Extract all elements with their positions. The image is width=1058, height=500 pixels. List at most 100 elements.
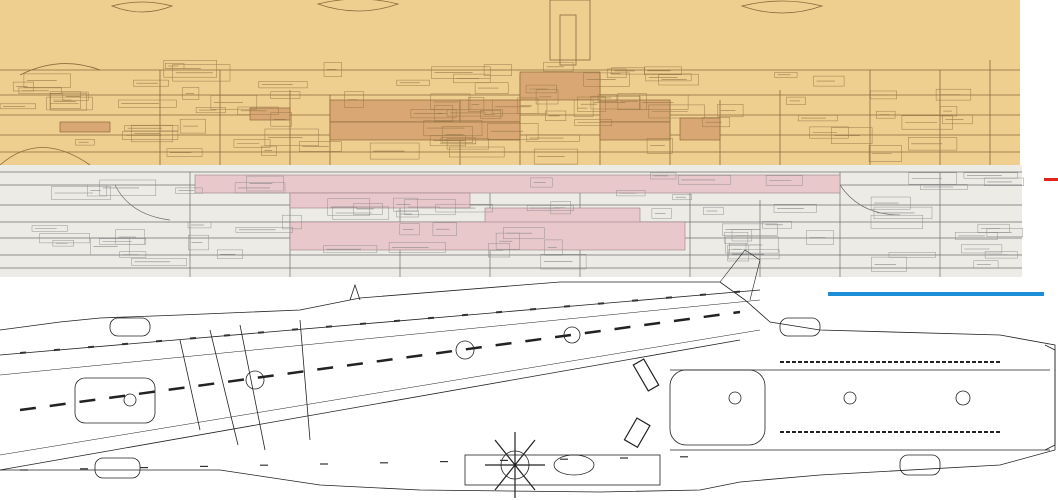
deck-marking-4: [563, 326, 581, 344]
island-mast: [559, 14, 577, 66]
profile-highlight-8: [249, 107, 291, 121]
profile-compartment-cell: [468, 97, 485, 112]
profile-compartment-cell: [583, 72, 630, 87]
profile-compartment-cell: [12, 81, 34, 92]
profile-compartment-cell: [299, 141, 342, 152]
profile-compartment-cell: [639, 94, 689, 110]
angled-deck-edge-lower: [0, 339, 741, 471]
aircraft-lift-forward: [669, 369, 766, 446]
island-top-structure: [549, 0, 591, 61]
profile-compartment-cell: [868, 145, 902, 162]
profile-compartment-cell: [525, 84, 557, 94]
deck-edge-light: [461, 313, 469, 317]
profile-compartment-cell: [831, 127, 873, 144]
profile-compartment-cell: [702, 117, 730, 128]
profile-compartment-cell: [122, 131, 179, 140]
deck-marking-1: [123, 393, 137, 407]
deck-edge-light: [427, 316, 435, 320]
deck-marking-7: [955, 390, 971, 406]
sponson-fwd-lower: [899, 454, 941, 476]
profile-compartment-grid: [0, 60, 973, 165]
profile-compartment-cell: [901, 115, 953, 130]
profile-compartment-cell: [264, 128, 319, 146]
profile-compartment-cell: [410, 109, 457, 119]
profile-compartment-cell: [396, 79, 430, 86]
profile-compartment-cell: [590, 95, 641, 110]
profile-compartment-cell: [940, 106, 958, 117]
section-compartment-cell: [388, 242, 446, 253]
profile-compartment-cell: [23, 73, 71, 88]
section-compartment-cell: [51, 186, 111, 200]
profile-highlight-3: [459, 99, 521, 123]
profile-compartment-cell: [131, 124, 174, 143]
profile-compartment-cell: [606, 68, 627, 78]
profile-compartment-cell: [774, 72, 798, 78]
deck-marking-5: [728, 391, 742, 405]
profile-compartment-cell: [813, 75, 845, 87]
profile-compartment-cell: [577, 96, 606, 112]
section-compartment-cell: [399, 223, 420, 236]
section-compartment-cell: [722, 223, 778, 236]
section-compartment-cell: [870, 196, 911, 210]
deck-marking-6: [843, 391, 857, 405]
section-compartment-cell: [323, 245, 378, 254]
boat-outline-right: [740, 0, 824, 14]
sponson-fwd-upper: [779, 317, 821, 337]
section-compartment-cell: [616, 190, 646, 197]
profile-compartment-cell: [574, 119, 613, 126]
profile-compartment-cell: [124, 125, 179, 132]
section-compartment-cell: [550, 201, 571, 215]
profile-compartment-cell: [645, 73, 692, 82]
section-compartment-cell: [729, 242, 747, 256]
profile-compartment-cell: [172, 64, 231, 82]
deck-edge-light: [597, 302, 605, 305]
profile-compartment-cell: [75, 139, 95, 146]
section-compartment-cell: [235, 227, 293, 233]
profile-compartment-cell: [210, 95, 258, 110]
section-compartment-cell: [234, 182, 286, 194]
profile-compartment-cell: [597, 94, 618, 102]
section-compartment-cell: [246, 175, 284, 192]
section-compartment-cell: [39, 233, 90, 244]
profile-compartment-cell: [182, 87, 200, 100]
section-compartment-cell: [187, 221, 212, 229]
profile-compartment-cell: [258, 81, 308, 89]
section-compartment-cell: [175, 187, 203, 194]
deck-edge-light: [699, 293, 707, 296]
deck-edge-light: [393, 319, 401, 323]
profile-compartment-cell: [0, 103, 36, 110]
profile-compartment-cell: [935, 88, 972, 101]
section-compartment-cell: [99, 179, 157, 196]
flight-deck-details: [19, 290, 741, 471]
section-compartment-cell: [678, 175, 732, 185]
profile-compartment-cell: [369, 142, 420, 160]
deck-edge-light: [733, 290, 741, 294]
deck-edge-light: [121, 342, 129, 346]
profile-compartment-cell: [573, 99, 594, 117]
profile-compartment-cell: [617, 93, 647, 111]
section-compartment-cell: [651, 208, 672, 219]
section-compartment-cell: [888, 252, 936, 258]
section-compartment-cell: [393, 197, 418, 212]
section-compartment-cell: [960, 244, 1003, 254]
profile-compartment-cell: [526, 134, 580, 142]
section-compartment-cell: [488, 243, 511, 258]
section-compartment-cell: [765, 175, 803, 186]
section-compartment-cell: [188, 234, 209, 251]
profile-compartment-cell: [487, 123, 539, 140]
section-compartment-cell: [87, 184, 107, 197]
deck-edge-light: [53, 348, 61, 352]
section-compartment-cell: [973, 260, 999, 269]
deck-edge-light: [189, 337, 197, 340]
profile-compartment-cell: [453, 73, 491, 84]
profile-compartment-cell: [344, 91, 364, 108]
deck-edge-light: [291, 328, 299, 331]
boat-outline-left: [110, 1, 174, 13]
section-compartment-cell: [90, 238, 130, 256]
sponson-aft-lower: [94, 457, 141, 479]
profile-compartment-cell: [270, 112, 292, 127]
profile-highlight-1: [519, 71, 601, 101]
upper-profile-drawing: [0, 0, 1020, 166]
